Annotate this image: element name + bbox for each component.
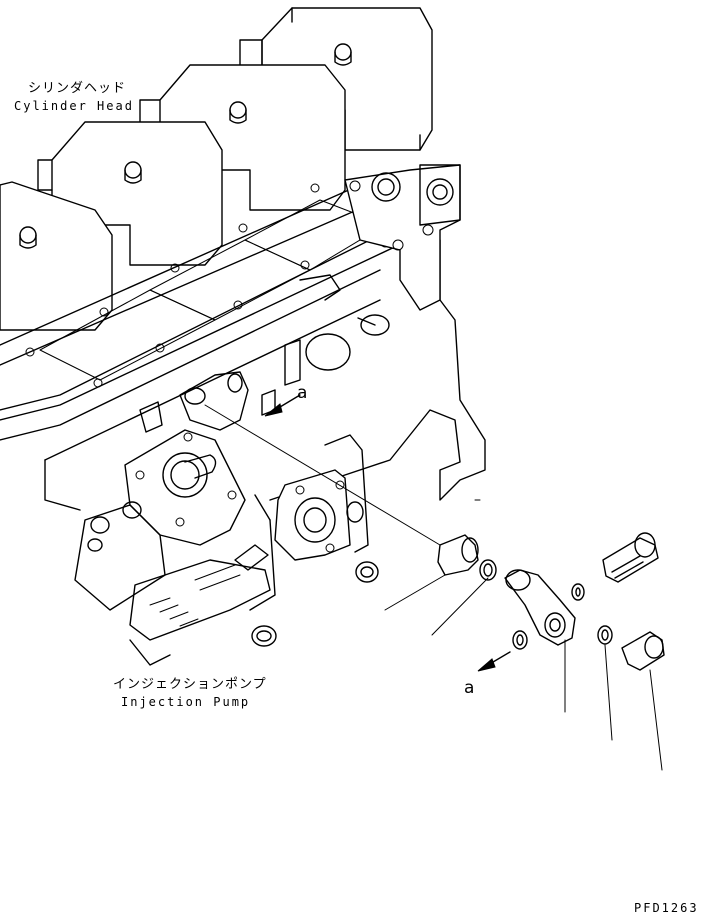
callout-injection-pump: インジェクションポンプ Injection Pump bbox=[113, 677, 267, 709]
injection-pump bbox=[74, 429, 276, 666]
cylinder-block bbox=[0, 164, 486, 511]
injection-pump-label-jp: インジェクションポンプ bbox=[113, 677, 267, 692]
reference-arrow-upper: a bbox=[264, 383, 307, 417]
drawing-number: PFD1263 bbox=[634, 901, 699, 915]
exploded-parts bbox=[251, 532, 665, 671]
ref-label-a-upper: a bbox=[297, 383, 307, 403]
mount-flange bbox=[274, 434, 369, 561]
injection-pump-label-en: Injection Pump bbox=[121, 695, 250, 709]
leader-lines bbox=[204, 404, 663, 771]
cylinder-head-label-jp: シリンダヘッド bbox=[28, 81, 126, 96]
ref-label-a-lower: a bbox=[464, 678, 474, 698]
reference-arrow-lower: a bbox=[464, 651, 511, 698]
cylinder-head-label-en: Cylinder Head bbox=[14, 99, 134, 113]
valve-covers bbox=[0, 7, 433, 331]
callout-cylinder-head: シリンダヘッド Cylinder Head bbox=[14, 81, 134, 113]
